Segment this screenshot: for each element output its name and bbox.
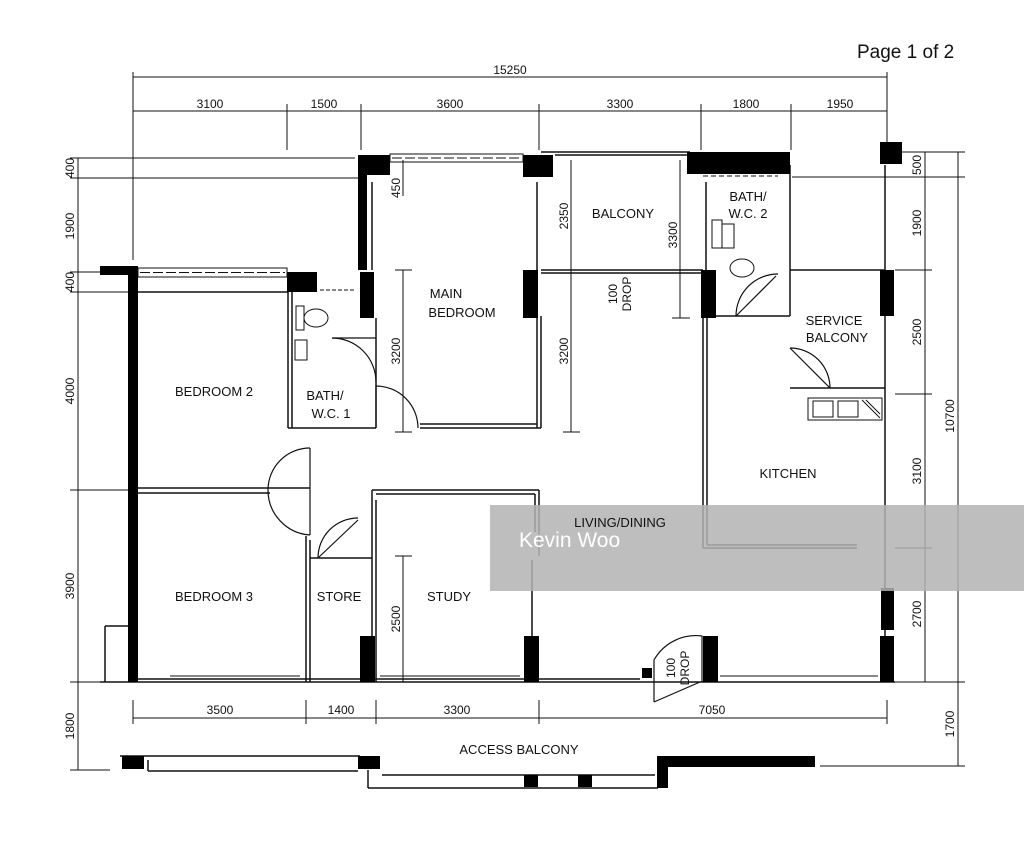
drop-entry-label: DROP [678, 651, 692, 686]
fixtures [294, 219, 883, 421]
room-service-line2: BALCONY [806, 330, 868, 345]
bottom-dimensions: 3500 1400 3300 7050 [207, 703, 726, 717]
dim-right-overall: 10700 [943, 399, 957, 433]
door-swings [267, 273, 831, 703]
dim-bottom-4: 7050 [699, 703, 726, 717]
dim-right-3: 2500 [910, 318, 924, 345]
drop-balcony-label: DROP [620, 277, 634, 312]
toilet-wc2 [729, 258, 755, 278]
top-dimensions: 15250 3100 1500 3600 3300 1800 1950 [197, 63, 854, 111]
room-bath1-line2: W.C. 1 [311, 406, 350, 421]
dim-bottom-2: 1400 [328, 703, 355, 717]
dim-2350: 2350 [557, 202, 571, 229]
right-dimensions: 500 1900 2500 3100 2700 1700 10700 [910, 155, 957, 738]
drop-labels: 100 DROP 100 DROP [606, 277, 692, 686]
watermark-band [490, 505, 1024, 591]
room-living-dining: LIVING/DINING [574, 515, 666, 530]
dim-450: 450 [389, 178, 403, 198]
dim-2500-study: 2500 [389, 605, 403, 632]
dim-top-5: 1800 [733, 97, 760, 111]
room-store: STORE [317, 589, 362, 604]
room-bath2-line1: BATH/ [729, 189, 767, 204]
room-bedroom3: BEDROOM 3 [175, 589, 253, 604]
dim-bottom-1: 3500 [207, 703, 234, 717]
page-indicator: Page 1 of 2 [857, 42, 954, 63]
dim-3200-bath: 3200 [389, 337, 403, 364]
dim-left-5: 3900 [63, 572, 77, 599]
dim-top-6: 1950 [827, 97, 854, 111]
left-dimensions: 400 1900 400 4000 3900 1800 [63, 158, 77, 740]
dim-left-6: 1800 [63, 712, 77, 739]
toilet-wc1 [303, 308, 329, 328]
drop-balcony-value: 100 [606, 284, 620, 304]
dim-top-3: 3600 [437, 97, 464, 111]
room-bedroom2: BEDROOM 2 [175, 384, 253, 399]
drop-entry-value: 100 [664, 658, 678, 678]
dim-left-1: 400 [63, 158, 77, 178]
dim-top-1: 3100 [197, 97, 224, 111]
dim-left-4: 4000 [63, 377, 77, 404]
room-kitchen: KITCHEN [759, 466, 816, 481]
dim-top-2: 1500 [311, 97, 338, 111]
dim-right-1: 500 [910, 155, 924, 175]
dim-right-6: 1700 [943, 710, 957, 737]
dim-right-4: 3100 [910, 457, 924, 484]
room-bath2-line2: W.C. 2 [728, 206, 767, 221]
watermark-text: Kevin Woo [519, 529, 620, 552]
room-balcony: BALCONY [592, 206, 654, 221]
dim-top-overall: 15250 [493, 63, 527, 77]
room-service-line1: SERVICE [806, 313, 863, 328]
dim-left-3: 400 [63, 272, 77, 292]
dim-3300-inner: 3300 [666, 221, 680, 248]
room-main-line1: MAIN [430, 286, 463, 301]
dim-bottom-3: 3300 [444, 703, 471, 717]
room-access-balcony: ACCESS BALCONY [459, 742, 579, 757]
room-main-line2: BEDROOM [428, 305, 495, 320]
dim-left-2: 1900 [63, 212, 77, 239]
room-bath1-line1: BATH/ [306, 388, 344, 403]
inner-dimensions: 450 2350 3300 3200 3200 2500 [389, 178, 680, 633]
solid-walls [100, 142, 902, 788]
dimension-lines [70, 72, 965, 771]
dim-3200-living: 3200 [557, 337, 571, 364]
windows [137, 153, 878, 677]
kitchen-sink [807, 397, 883, 421]
dim-top-4: 3300 [607, 97, 634, 111]
dim-right-2: 1900 [910, 209, 924, 236]
dim-right-5: 2700 [910, 600, 924, 627]
room-labels: BALCONY BATH/ W.C. 2 MAIN BEDROOM SERVIC… [175, 189, 868, 757]
room-study: STUDY [427, 589, 471, 604]
